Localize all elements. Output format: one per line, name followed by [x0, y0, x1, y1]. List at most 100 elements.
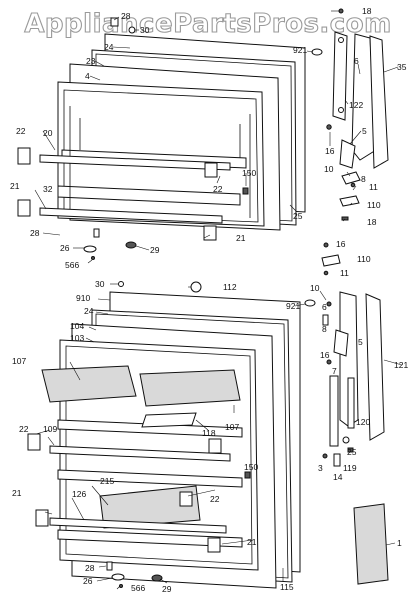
fresh-food-plug-921 — [304, 299, 316, 307]
freezer-clip-22-left — [17, 147, 31, 165]
callout-32: 32 — [43, 184, 53, 194]
callout-5-top: 5 — [362, 126, 367, 136]
callout-28-top: 28 — [121, 11, 131, 21]
callout-28-bottom: 28 — [85, 563, 95, 573]
callout-18-top: 18 — [362, 6, 372, 16]
freezer-stop-26 — [83, 245, 97, 253]
callout-104: 104 — [70, 321, 84, 331]
fresh-food-screw-8 — [322, 314, 329, 326]
fresh-food-stop-26 — [111, 573, 125, 581]
callout-6-top: 6 — [354, 56, 359, 66]
callout-21-fresh-right: 21 — [247, 537, 257, 547]
freezer-hinge-10 — [341, 171, 361, 185]
callout-3: 3 — [318, 463, 323, 473]
fresh-food-screw-30 — [118, 281, 124, 287]
callout-8-mid: 8 — [322, 324, 327, 334]
middle-hinge-assembly — [118, 242, 341, 293]
fresh-food-door-assembly — [27, 291, 316, 589]
callout-35: 35 — [397, 62, 407, 72]
callout-6-mid: 6 — [322, 302, 327, 312]
callout-10-top: 10 — [324, 164, 334, 174]
fresh-food-screw-16 — [326, 359, 332, 365]
dairy-door-107-left — [41, 365, 137, 403]
callout-110-mid: 110 — [357, 254, 371, 264]
callout-910: 910 — [76, 293, 90, 303]
callout-25-lower: 25 — [347, 447, 357, 457]
freezer-screw-566 — [91, 256, 95, 260]
callout-22-freezer-right: 22 — [213, 184, 223, 194]
freezer-clip-21-left — [17, 199, 31, 217]
butter-tray-118 — [141, 412, 197, 428]
fresh-food-handle-assembly — [322, 291, 389, 585]
callout-107-left: 107 — [12, 356, 26, 366]
callout-23: 23 — [86, 56, 96, 66]
callout-115: 115 — [280, 582, 294, 592]
freezer-handle-35 — [369, 35, 389, 169]
callout-119: 119 — [343, 463, 357, 473]
callout-4: 4 — [85, 71, 90, 81]
middle-screw-16 — [323, 242, 329, 248]
freezer-screw-16 — [326, 124, 332, 130]
callout-7: 7 — [332, 366, 337, 376]
freezer-shelf-lower — [57, 185, 241, 206]
fresh-food-bushing-119 — [342, 436, 350, 444]
callout-121: 121 — [394, 360, 408, 370]
freezer-plug-28 — [110, 17, 119, 27]
fresh-food-shelf-2 — [57, 469, 243, 488]
freezer-screw-11 — [350, 182, 356, 188]
callout-921-mid: 921 — [286, 301, 300, 311]
callout-18-mid: 18 — [367, 217, 377, 227]
freezer-shelf-bar-32 — [39, 207, 223, 224]
callout-21-freezer-left: 21 — [10, 181, 20, 191]
fresh-food-screw-566 — [119, 584, 123, 588]
callout-5-mid: 5 — [358, 337, 363, 347]
callout-122: 122 — [349, 100, 363, 110]
callout-109: 109 — [43, 424, 57, 434]
freezer-bushing-29 — [125, 241, 137, 249]
freezer-bar-cap-21 — [203, 225, 217, 241]
freezer-handle-assembly — [326, 8, 389, 221]
fresh-food-trim-7 — [329, 375, 339, 447]
fresh-food-shelf-bar-109 — [49, 445, 231, 462]
callout-566-bottom: 566 — [131, 583, 145, 593]
callout-16-top: 16 — [325, 146, 335, 156]
callout-16-mid: 16 — [336, 239, 346, 249]
callout-22-freezer-left: 22 — [16, 126, 26, 136]
callout-112: 112 — [223, 282, 237, 292]
callout-16-lower: 16 — [320, 350, 330, 360]
callout-21-fresh-left: 21 — [12, 488, 22, 498]
callout-566-freezer: 566 — [65, 260, 79, 270]
callout-921-top: 921 — [293, 45, 307, 55]
callout-24-mid: 24 — [84, 306, 94, 316]
fresh-food-bushing-29 — [151, 574, 163, 582]
callout-28-freezer-bottom: 28 — [30, 228, 40, 238]
callout-1: 1 — [397, 538, 402, 548]
freezer-handle-trim-122 — [332, 31, 348, 121]
callout-150-top: 150 — [242, 168, 256, 178]
callout-29-bottom: 29 — [162, 584, 172, 594]
fresh-food-hinge-5 — [333, 329, 349, 357]
freezer-shelf-bar-20 — [39, 154, 231, 171]
middle-hinge-110 — [321, 254, 341, 267]
fresh-food-screw-150 — [244, 471, 251, 479]
callout-120: 120 — [356, 417, 370, 427]
fresh-food-plug-28 — [106, 561, 113, 571]
fresh-food-screw-3 — [322, 453, 328, 459]
callout-29-freezer: 29 — [150, 245, 160, 255]
callout-215: 215 — [100, 476, 114, 486]
instruction-card-1 — [353, 503, 389, 585]
fresh-food-bracket-14 — [333, 453, 341, 467]
callout-103: 103 — [70, 333, 84, 343]
callout-11-top: 11 — [369, 182, 378, 192]
middle-plug-112 — [190, 281, 202, 293]
fresh-food-clip-21-left — [35, 509, 49, 527]
callout-11-mid: 11 — [340, 268, 349, 278]
leader-lines — [34, 10, 403, 590]
callout-25-top: 25 — [293, 211, 303, 221]
callout-107-right: 107 — [225, 422, 239, 432]
freezer-screw-150 — [242, 187, 249, 195]
callout-126: 126 — [72, 489, 86, 499]
fresh-food-shelf-bar-126 — [49, 517, 227, 534]
callout-8-top: 8 — [361, 174, 366, 184]
